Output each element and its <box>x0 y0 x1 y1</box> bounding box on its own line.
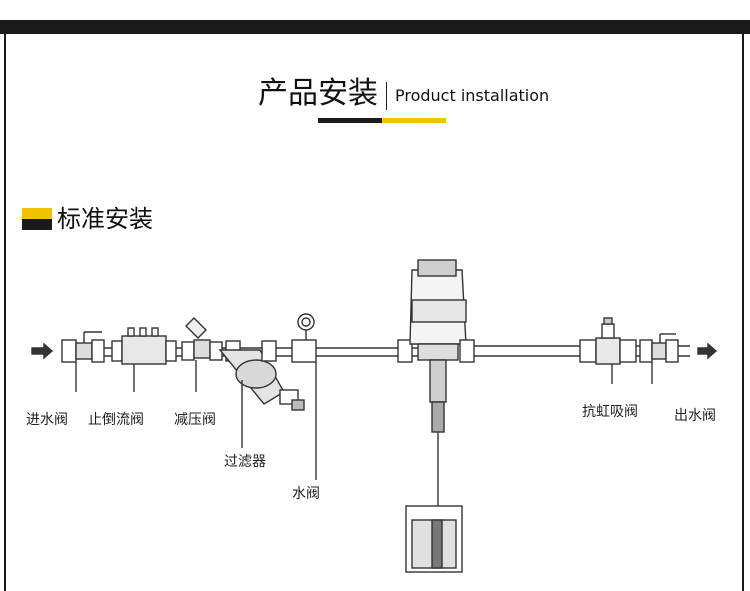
label-inlet-valve: 进水阀 <box>26 412 68 428</box>
filter-icon <box>218 340 305 411</box>
dosing-pump-icon <box>397 259 475 520</box>
title-underline-dark <box>318 118 382 123</box>
installation-diagram: 进水阀 止倒流阀 减压阀 过滤器 水阀 抗虹吸阀 出水阀 <box>26 259 718 573</box>
label-pressure-reducer: 减压阀 <box>174 412 216 428</box>
label-check-valve: 止倒流阀 <box>88 412 144 428</box>
top-band <box>0 0 750 20</box>
section-marker-dark <box>22 219 52 230</box>
section-title: 标准安装 <box>57 205 153 233</box>
label-filter: 过滤器 <box>224 454 266 470</box>
content-frame <box>4 34 744 591</box>
page-title-en: Product installation <box>395 86 550 105</box>
title-underline-accent <box>382 118 446 123</box>
inlet-arrow-icon <box>31 342 54 360</box>
page-title-cn: 产品安装 <box>258 76 378 111</box>
section-marker-accent <box>22 208 52 219</box>
title-divider <box>386 82 387 110</box>
label-anti-siphon-valve: 抗虹吸阀 <box>582 404 638 420</box>
pressure-reducer-icon <box>181 317 223 361</box>
anti-siphon-valve-icon <box>579 317 637 365</box>
check-valve-icon <box>111 327 177 365</box>
label-water-valve: 水阀 <box>292 486 320 502</box>
label-outlet-valve: 出水阀 <box>674 408 716 424</box>
top-bar <box>0 20 750 34</box>
chemical-container-icon <box>405 505 463 573</box>
section-marker-icon <box>22 208 52 230</box>
outlet-arrow-icon <box>697 342 718 360</box>
outlet-valve-icon <box>639 333 679 363</box>
inlet-valve-icon <box>61 331 105 363</box>
water-valve-icon <box>291 313 317 363</box>
